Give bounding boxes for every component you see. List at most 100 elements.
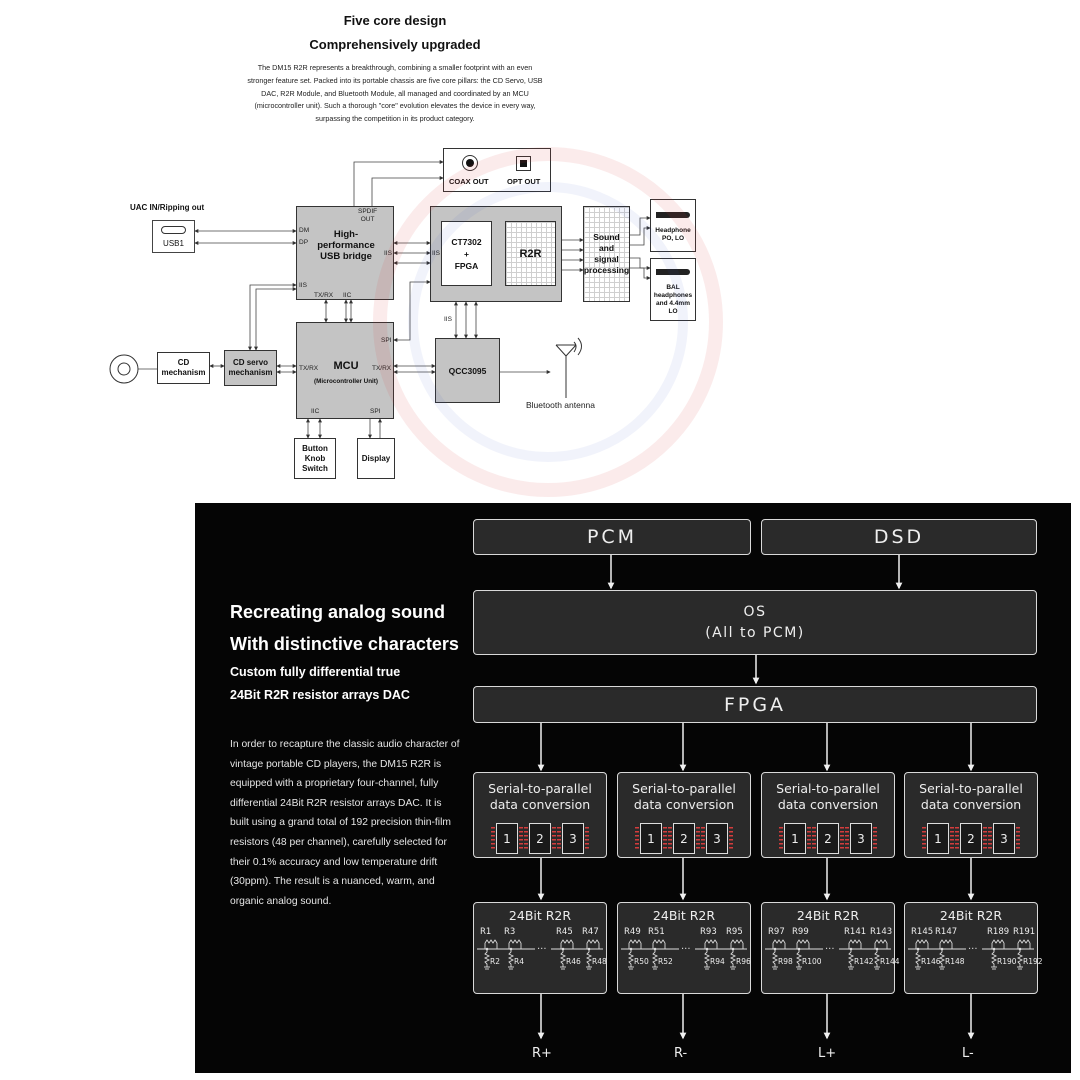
pin-iic-bridge: IIC <box>343 292 352 299</box>
junction-dot <box>629 947 633 951</box>
junction-dot <box>561 947 565 951</box>
chip-icon: 1 <box>491 823 523 854</box>
resistor-label: R49 <box>624 927 641 937</box>
chip-icon: 3 <box>557 823 589 854</box>
resistor-label: R190 <box>997 957 1017 966</box>
headphone-plug-icon <box>656 269 690 275</box>
junction-dot <box>916 947 920 951</box>
headphone-line1: Headphone <box>655 227 691 234</box>
resistor-label: R1 <box>480 927 491 937</box>
resistor-label: R145 <box>911 927 933 937</box>
junction-dot <box>509 947 513 951</box>
pin-iic-mcu: IIC <box>311 408 320 415</box>
resistor-label: R96 <box>736 957 751 966</box>
resistor-icon <box>772 939 786 944</box>
block-diagram-section: Five core design Comprehensively upgrade… <box>0 0 1080 500</box>
bal-line4: LO <box>668 308 678 315</box>
resistor-icon <box>795 949 803 967</box>
resistor-label: R147 <box>935 927 957 937</box>
junction-dot <box>797 947 801 951</box>
cd-mechanism-block: CD mechanism <box>157 352 210 384</box>
resistor-icon <box>559 949 567 967</box>
r2r-label: R2R <box>519 247 542 260</box>
junction-dot <box>773 947 777 951</box>
pin-iis-left: IIS <box>299 282 307 289</box>
cd-mech-line2: mechanism <box>161 368 206 377</box>
bal-line1: BAL <box>666 284 680 291</box>
resistor-label: R50 <box>634 957 649 966</box>
r2r-section: Recreating analog sound With distinctive… <box>195 503 1071 1073</box>
r2r-ladder-title: 24Bit R2R <box>508 908 572 923</box>
resistor-icon <box>990 949 998 967</box>
usb-bridge-block: High- performance USB bridge <box>296 206 394 300</box>
os-box: OS (All to PCM) <box>473 590 1037 655</box>
resistor-icon <box>627 949 635 967</box>
channel-output-label: L- <box>962 1046 974 1061</box>
resistor-label: R98 <box>778 957 793 966</box>
resistor-label: R47 <box>582 927 599 937</box>
spdif-label-1: SPDIF <box>358 208 378 215</box>
display-label: Display <box>361 454 391 463</box>
headphone-plug-icon <box>656 212 690 218</box>
cd-servo-line2: mechanism <box>228 368 273 377</box>
ct7302-line1: CT7302 <box>451 236 482 247</box>
pin-iis-bridge: IIS <box>384 250 392 257</box>
junction-dot <box>1018 947 1022 951</box>
os-label: OS <box>743 603 767 620</box>
ladder-ellipsis: ··· <box>825 944 835 955</box>
uac-label: UAC IN/Ripping out <box>130 203 205 212</box>
resistor-icon <box>914 949 922 967</box>
resistor-label: R48 <box>592 957 607 966</box>
resistor-icon <box>848 939 862 944</box>
r2r-ladder-title: 24Bit R2R <box>939 908 1003 923</box>
opt-out-label: OPT OUT <box>507 177 541 186</box>
resistor-icon <box>586 939 600 944</box>
ladder-ellipsis: ··· <box>968 944 978 955</box>
conversion-label-2: data conversion <box>920 797 1022 812</box>
bt-antenna-label: Bluetooth antenna <box>526 400 596 410</box>
fpga-box: FPGA <box>473 686 1037 723</box>
cd-servo-line1: CD servo <box>232 358 269 367</box>
resistor-icon <box>730 939 744 944</box>
cd-mech-line1: CD <box>177 358 190 367</box>
coax-out-label: COAX OUT <box>449 177 489 186</box>
button-line2: Knob <box>304 453 326 463</box>
coax-jack-icon <box>462 155 478 171</box>
conversion-label-1: Serial-to-parallel <box>632 781 736 796</box>
resistor-label: R144 <box>880 957 900 966</box>
headphone-line2: PO, LO <box>661 235 685 242</box>
resistor-label: R189 <box>987 927 1009 937</box>
resistor-icon <box>1017 939 1031 944</box>
resistor-label: R143 <box>870 927 892 937</box>
junction-dot <box>940 947 944 951</box>
r2r-subheading-1: Custom fully differential true <box>230 665 401 679</box>
resistor-label: R51 <box>648 927 665 937</box>
conversion-label-2: data conversion <box>777 797 879 812</box>
conversion-label-1: Serial-to-parallel <box>776 781 880 796</box>
intro-paragraph: The DM15 R2R represents a breakthrough, … <box>247 63 543 124</box>
resistor-label: R94 <box>710 957 725 966</box>
usb1-label: USB1 <box>163 239 184 248</box>
resistor-icon <box>847 949 855 967</box>
pcm-label: PCM <box>586 526 638 548</box>
pin-iis-ct: IIS <box>432 250 440 257</box>
conversion-label-2: data conversion <box>489 797 591 812</box>
sound-line3: signal <box>594 254 619 264</box>
button-block: Button Knob Switch <box>294 438 336 479</box>
mcu-block: MCU (Microcontroller Unit) <box>296 322 394 419</box>
chip-icon: 3 <box>701 823 733 854</box>
sound-processing-block: Sound and signal processing <box>583 206 630 302</box>
chip-icon: 2 <box>668 823 700 854</box>
sound-line2: and <box>598 243 615 253</box>
resistor-label: R141 <box>844 927 866 937</box>
resistor-icon <box>483 949 491 967</box>
junction-dot <box>731 947 735 951</box>
cd-disc-icon <box>109 354 139 384</box>
pin-txrx-bridge: TX/RX <box>314 292 334 299</box>
pin-dp: DP <box>299 239 309 246</box>
